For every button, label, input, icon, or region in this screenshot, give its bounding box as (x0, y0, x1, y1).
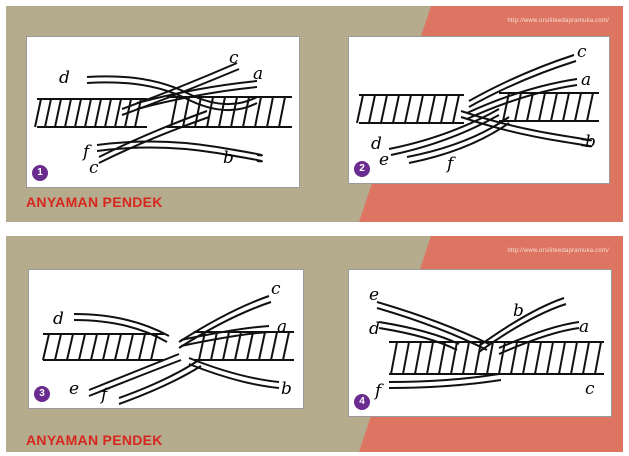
rope-splice-diagram-4: e b a d f c (349, 270, 611, 416)
strand-label-a: a (579, 317, 589, 337)
slide-top: http://www.orsiliteedapramuka.com/ (6, 6, 623, 222)
strand-label-a: a (277, 317, 287, 337)
diagram-panel-3: d c a b e f 3 (28, 269, 304, 409)
strand-label-c2: c (89, 158, 99, 178)
diagram-panel-2: c a b d e f 2 (348, 36, 610, 184)
source-url: http://www.orsiliteedapramuka.com/ (507, 18, 609, 24)
step-badge-4: 4 (354, 394, 370, 410)
slide-bottom: http://www.orsiliteedapramuka.com/ (6, 236, 623, 452)
rope-splice-diagram-2: c a b d e f (349, 37, 609, 183)
strand-label-d: d (53, 309, 64, 329)
strand-label-a: a (253, 64, 263, 84)
strand-label-e: e (379, 150, 389, 170)
strand-label-f: f (445, 154, 456, 174)
strand-label-a: a (581, 70, 591, 90)
diagram-panel-1: d c a b f c 1 (26, 36, 300, 188)
slide-title-top: ANYAMAN PENDEK (26, 194, 163, 210)
strand-label-b: b (585, 132, 596, 152)
strand-label-d: d (59, 68, 70, 88)
strand-label-b: b (513, 301, 524, 321)
step-badge-2: 2 (354, 161, 370, 177)
strand-label-e: e (369, 285, 379, 305)
rope-splice-diagram-3: d c a b e f (29, 270, 303, 408)
slide-title-bottom: ANYAMAN PENDEK (26, 432, 163, 448)
strand-label-b: b (281, 379, 292, 399)
diagram-panel-4: e b a d f c 4 (348, 269, 612, 417)
rope-splice-diagram-1: d c a b f c (27, 37, 299, 187)
strand-label-c: c (585, 379, 595, 399)
strand-label-b: b (223, 148, 234, 168)
strand-label-c: c (229, 48, 239, 68)
strand-label-d: d (369, 319, 380, 339)
strand-label-f: f (373, 381, 384, 401)
step-badge-1: 1 (32, 165, 48, 181)
strand-label-c: c (577, 42, 587, 62)
strand-label-e: e (69, 379, 79, 399)
source-url: http://www.orsiliteedapramuka.com/ (507, 248, 609, 254)
step-badge-3: 3 (34, 386, 50, 402)
strand-label-c: c (271, 279, 281, 299)
